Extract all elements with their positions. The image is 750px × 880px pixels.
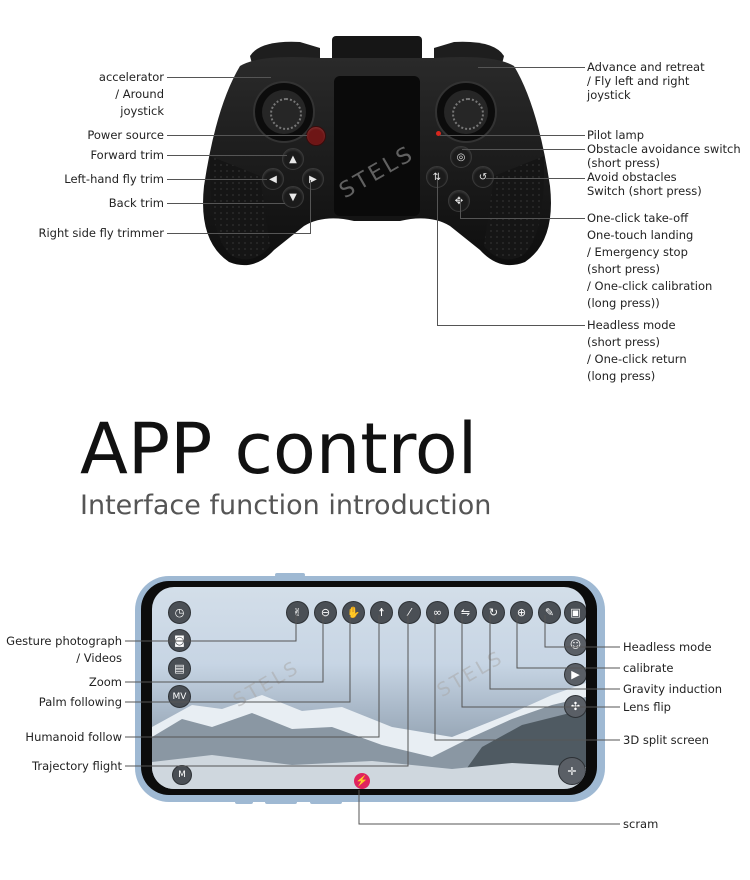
label-obstacle-short: (short press) xyxy=(587,156,661,170)
label-avoid-obstacles: Avoid obstacles xyxy=(587,170,677,184)
leader-line xyxy=(167,77,271,78)
palm-icon[interactable]: ✋ xyxy=(342,601,365,624)
label-long-press: (long press)) xyxy=(587,296,660,310)
save-icon[interactable]: ▤ xyxy=(168,657,191,680)
label-advance-retreat: Advance and retreat xyxy=(587,60,705,74)
label-gravity-induction: Gravity induction xyxy=(623,682,723,696)
camera-icon[interactable]: ◙ xyxy=(168,629,191,652)
label-joystick-right: joystick xyxy=(587,88,631,102)
label-joystick-left: joystick xyxy=(120,104,164,118)
drone-icon[interactable]: ✣ xyxy=(564,695,586,718)
label-emergency-stop: / Emergency stop xyxy=(587,245,688,259)
gravity-icon[interactable]: ↻ xyxy=(482,601,505,624)
label-gesture-photograph: Gesture photograph xyxy=(6,634,122,648)
takeoff-landing-button[interactable]: ⇅ xyxy=(426,166,448,188)
music-icon[interactable]: M xyxy=(172,765,192,785)
zoom-icon[interactable]: ⊖ xyxy=(314,601,337,624)
leader-line xyxy=(478,67,585,68)
label-scram: scram xyxy=(623,817,659,831)
avoid-obstacles-button[interactable]: ↺ xyxy=(472,166,494,188)
label-calibrate: calibrate xyxy=(623,661,674,675)
leader-line xyxy=(437,325,585,326)
joystick-icon[interactable]: ✛ xyxy=(558,757,586,785)
back-trim-button[interactable]: ▼ xyxy=(282,186,304,208)
leader-line xyxy=(460,198,461,218)
humanoid-icon[interactable]: ☨ xyxy=(370,601,393,624)
label-calibration: / One-click calibration xyxy=(587,279,713,293)
left-joystick[interactable] xyxy=(270,98,302,130)
app-screen: STELS STELS ◷ ◙ ▤ MV M ✌ ⊖ ✋ ☨ ⁄ ∞ ⇋ ↻ ⊕… xyxy=(152,587,586,789)
video-icon[interactable]: ▶ xyxy=(564,663,586,686)
headless-mode-button[interactable]: ✥ xyxy=(448,190,470,212)
leader-line xyxy=(486,178,585,179)
forward-trim-button[interactable]: ▲ xyxy=(282,148,304,170)
page-title: APP control xyxy=(80,408,478,490)
label-3d-split-screen: 3D split screen xyxy=(623,733,709,747)
settings-icon[interactable]: ✎ xyxy=(538,601,561,624)
history-icon[interactable]: ◷ xyxy=(168,601,191,624)
label-forward-trim: Forward trim xyxy=(90,148,164,162)
volume-button xyxy=(275,573,305,577)
label-pilot-lamp: Pilot lamp xyxy=(587,128,645,142)
phone-frame: STELS STELS ◷ ◙ ▤ MV M ✌ ⊖ ✋ ☨ ⁄ ∞ ⇋ ↻ ⊕… xyxy=(135,573,605,804)
label-palm-following: Palm following xyxy=(38,695,122,709)
label-humanoid-follow: Humanoid follow xyxy=(25,730,122,744)
label-headless: Headless mode xyxy=(587,318,676,332)
label-headless-long: (long press) xyxy=(587,369,656,383)
leader-line xyxy=(167,203,285,204)
power-button[interactable] xyxy=(306,126,326,146)
gesture-icon[interactable]: ✌ xyxy=(286,601,309,624)
label-left-fly-trim: Left-hand fly trim xyxy=(64,172,164,186)
label-headless-mode: Headless mode xyxy=(623,640,712,654)
label-zoom: Zoom xyxy=(88,675,122,689)
right-joystick[interactable] xyxy=(452,98,484,130)
pilot-lamp-indicator xyxy=(436,131,441,136)
label-power-source: Power source xyxy=(87,128,164,142)
label-lens-flip: Lens flip xyxy=(623,700,671,714)
calibrate-icon[interactable]: ⊕ xyxy=(510,601,533,624)
label-around: / Around xyxy=(115,87,164,101)
leader-line xyxy=(437,180,438,326)
label-accelerator: accelerator xyxy=(98,70,164,84)
leader-line xyxy=(310,180,311,234)
leader-line xyxy=(167,179,267,180)
label-back-trim: Back trim xyxy=(108,196,164,210)
label-short-press: (short press) xyxy=(587,262,661,276)
label-trajectory-flight: Trajectory flight xyxy=(32,759,122,773)
phone-bezel: STELS STELS ◷ ◙ ▤ MV M ✌ ⊖ ✋ ☨ ⁄ ∞ ⇋ ↻ ⊕… xyxy=(141,581,597,795)
label-right-fly-trim: Right side fly trimmer xyxy=(38,226,164,240)
leader-line xyxy=(440,135,585,136)
headless-icon[interactable]: ☺ xyxy=(564,633,586,656)
side-button xyxy=(265,800,297,804)
leader-line xyxy=(167,233,310,234)
leader-line xyxy=(167,155,287,156)
label-avoid-short: Switch (short press) xyxy=(587,184,702,198)
lens-flip-icon[interactable]: ⇋ xyxy=(454,601,477,624)
label-fly-left-right: / Fly left and right xyxy=(587,74,690,88)
leader-line xyxy=(460,218,585,219)
label-takeoff: One-click take-off xyxy=(587,211,689,225)
label-landing: One-touch landing xyxy=(587,228,694,242)
mv-icon[interactable]: MV xyxy=(168,685,191,708)
gamepad-controller: ▲ ◀ ▶ ▼ ◎ ⇅ ↺ ✥ xyxy=(200,36,554,266)
side-button xyxy=(310,800,342,804)
obstacle-avoidance-button[interactable]: ◎ xyxy=(450,146,472,168)
label-headless-short: (short press) xyxy=(587,335,661,349)
label-one-click-return: / One-click return xyxy=(587,352,687,366)
trajectory-icon[interactable]: ⁄ xyxy=(398,601,421,624)
gallery-icon[interactable]: ▣ xyxy=(564,601,586,624)
label-obstacle-switch: Obstacle avoidance switch xyxy=(587,142,741,156)
scram-button[interactable]: ⚡ xyxy=(354,773,370,789)
gamepad-body xyxy=(203,36,551,266)
leader-line xyxy=(167,135,307,136)
label-videos: / Videos xyxy=(76,651,122,665)
right-trim-button[interactable]: ▶ xyxy=(302,168,324,190)
leader-line xyxy=(462,149,585,150)
3d-split-icon[interactable]: ∞ xyxy=(426,601,449,624)
page-subtitle: Interface function introduction xyxy=(80,490,492,521)
side-button xyxy=(235,800,253,804)
